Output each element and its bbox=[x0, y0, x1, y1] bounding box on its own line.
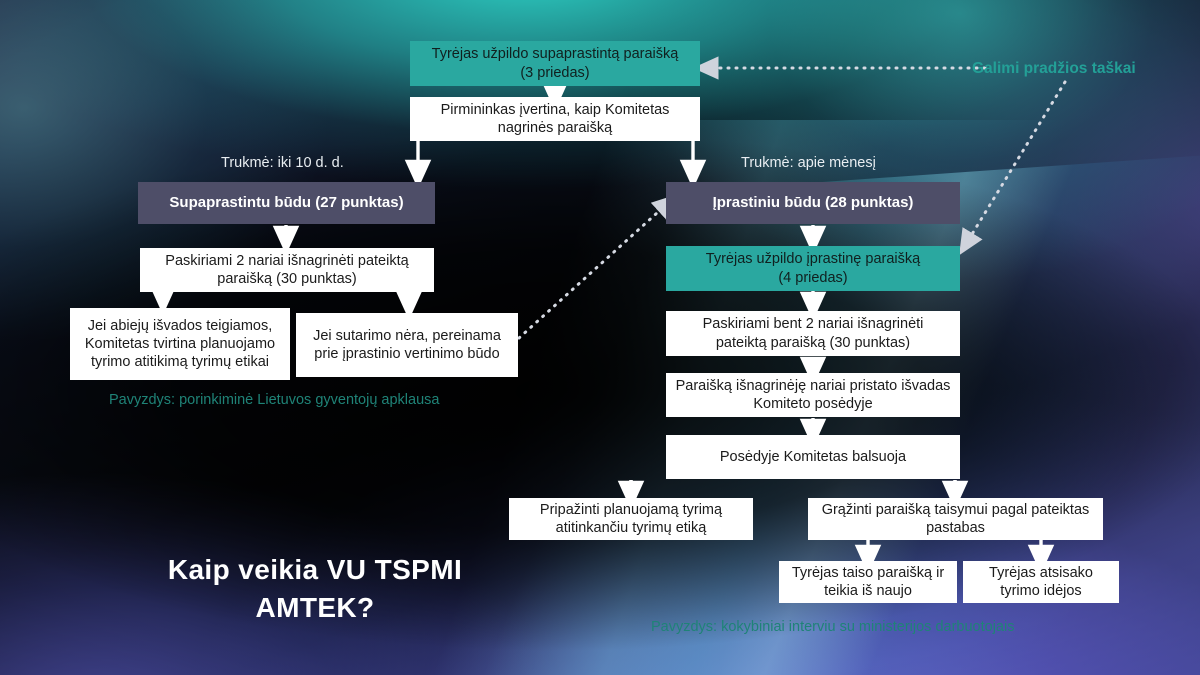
node-chair-evaluates-line2: nagrinės paraišką bbox=[497, 120, 613, 136]
node-simplified-header[interactable]: Supaprastintu būdu (27 punktas) bbox=[138, 182, 435, 224]
node-assign-two-members-line2: paraišką (30 punktas) bbox=[217, 271, 357, 287]
node-researcher-fixes-line2: teikia iš naujo bbox=[824, 583, 912, 599]
page-title-line2: AMTEK? bbox=[255, 591, 375, 623]
node-researcher-declines-line1: Tyrėjas atsisako bbox=[989, 564, 1093, 581]
node-standard-header[interactable]: Įprastiniu būdu (28 punktas) bbox=[666, 182, 960, 224]
node-assign-at-least-two-line2: pateiktą paraišką (30 punktas) bbox=[715, 334, 911, 351]
node-assign-two-members[interactable]: Paskiriami 2 nariai išnagrinėti pateiktą… bbox=[140, 248, 434, 292]
label-duration-right: Trukmė: apie mėnesį bbox=[741, 155, 876, 171]
node-no-agreement[interactable]: Jei sutarimo nėra, pereinama prie įprast… bbox=[296, 313, 518, 377]
node-return-for-fix-line2: pastabas bbox=[926, 520, 985, 536]
node-no-agreement-line1: Jei sutarimo nėra, pereinama bbox=[313, 327, 501, 344]
caption-right-example: Pavyzdys: kokybiniai interviu su ministe… bbox=[651, 619, 1015, 635]
caption-left-example: Pavyzdys: porinkiminė Lietuvos gyventojų… bbox=[109, 392, 440, 408]
node-standard-application-line2: (4 priedas) bbox=[778, 269, 848, 286]
page-title-line1: Kaip veikia VU TSPMI bbox=[167, 554, 463, 585]
node-researcher-fixes[interactable]: Tyrėjas taiso paraišką ir teikia iš nauj… bbox=[779, 561, 957, 603]
node-both-positive-line2: Komitetas tvirtina planuojamo bbox=[84, 335, 276, 352]
node-approve-line2: atitinkančiu tyrimų etiką bbox=[555, 520, 707, 536]
legend-start-points: Galimi pradžios taškai bbox=[972, 60, 1136, 77]
node-chair-evaluates-line1: Pirmininkas įvertina, kaip Komitetas bbox=[440, 101, 670, 118]
node-researcher-declines-line2: tyrimo idėjos bbox=[1000, 583, 1082, 599]
node-present-conclusions[interactable]: Paraišką išnagrinėję nariai pristato išv… bbox=[666, 373, 960, 417]
node-researcher-fixes-line1: Tyrėjas taiso paraišką ir bbox=[791, 564, 945, 581]
node-return-for-fix-line1: Grąžinti paraišką taisymui pagal pateikt… bbox=[821, 501, 1090, 518]
label-duration-left: Trukmė: iki 10 d. d. bbox=[221, 155, 344, 171]
node-both-positive-line1: Jei abiejų išvados teigiamos, bbox=[87, 317, 273, 334]
node-present-conclusions-line1: Paraišką išnagrinėję nariai pristato išv… bbox=[675, 377, 951, 394]
page-title: Kaip veikia VU TSPMI AMTEK? bbox=[70, 551, 560, 627]
node-both-positive-line3: tyrimo atitikimą tyrimų etikai bbox=[90, 354, 270, 371]
node-simplified-application-line2: (3 priedas) bbox=[520, 64, 590, 81]
node-standard-application-line1: Tyrėjas užpildo įprastinę paraišką bbox=[705, 251, 921, 268]
node-approve[interactable]: Pripažinti planuojamą tyrimą atitinkanči… bbox=[509, 498, 753, 540]
node-approve-line1: Pripažinti planuojamą tyrimą bbox=[539, 501, 723, 518]
node-simplified-application-line1: Tyrėjas užpildo supaprastintą paraišką bbox=[431, 46, 679, 63]
node-researcher-declines[interactable]: Tyrėjas atsisako tyrimo idėjos bbox=[963, 561, 1119, 603]
node-standard-header-label: Įprastiniu būdu (28 punktas) bbox=[712, 193, 914, 211]
node-committee-votes[interactable]: Posėdyje Komitetas balsuoja bbox=[666, 435, 960, 479]
node-assign-at-least-two[interactable]: Paskiriami bent 2 nariai išnagrinėti pat… bbox=[666, 311, 960, 356]
node-both-positive[interactable]: Jei abiejų išvados teigiamos, Komitetas … bbox=[70, 308, 290, 380]
node-present-conclusions-line2: Komiteto posėdyje bbox=[753, 396, 873, 412]
node-committee-votes-label: Posėdyje Komitetas balsuoja bbox=[719, 448, 907, 465]
branch-rails bbox=[629, 480, 957, 481]
node-no-agreement-line2: prie įprastinio vertinimo būdo bbox=[314, 346, 500, 362]
node-simplified-header-label: Supaprastintu būdu (27 punktas) bbox=[169, 193, 404, 211]
node-simplified-application[interactable]: Tyrėjas užpildo supaprastintą paraišką (… bbox=[410, 41, 700, 86]
node-assign-two-members-line1: Paskiriami 2 nariai išnagrinėti pateiktą bbox=[165, 252, 409, 269]
node-assign-at-least-two-line1: Paskiriami bent 2 nariai išnagrinėti bbox=[702, 316, 924, 333]
node-return-for-fix[interactable]: Grąžinti paraišką taisymui pagal pateikt… bbox=[808, 498, 1103, 540]
node-chair-evaluates[interactable]: Pirmininkas įvertina, kaip Komitetas nag… bbox=[410, 97, 700, 141]
node-standard-application[interactable]: Tyrėjas užpildo įprastinę paraišką (4 pr… bbox=[666, 246, 960, 291]
